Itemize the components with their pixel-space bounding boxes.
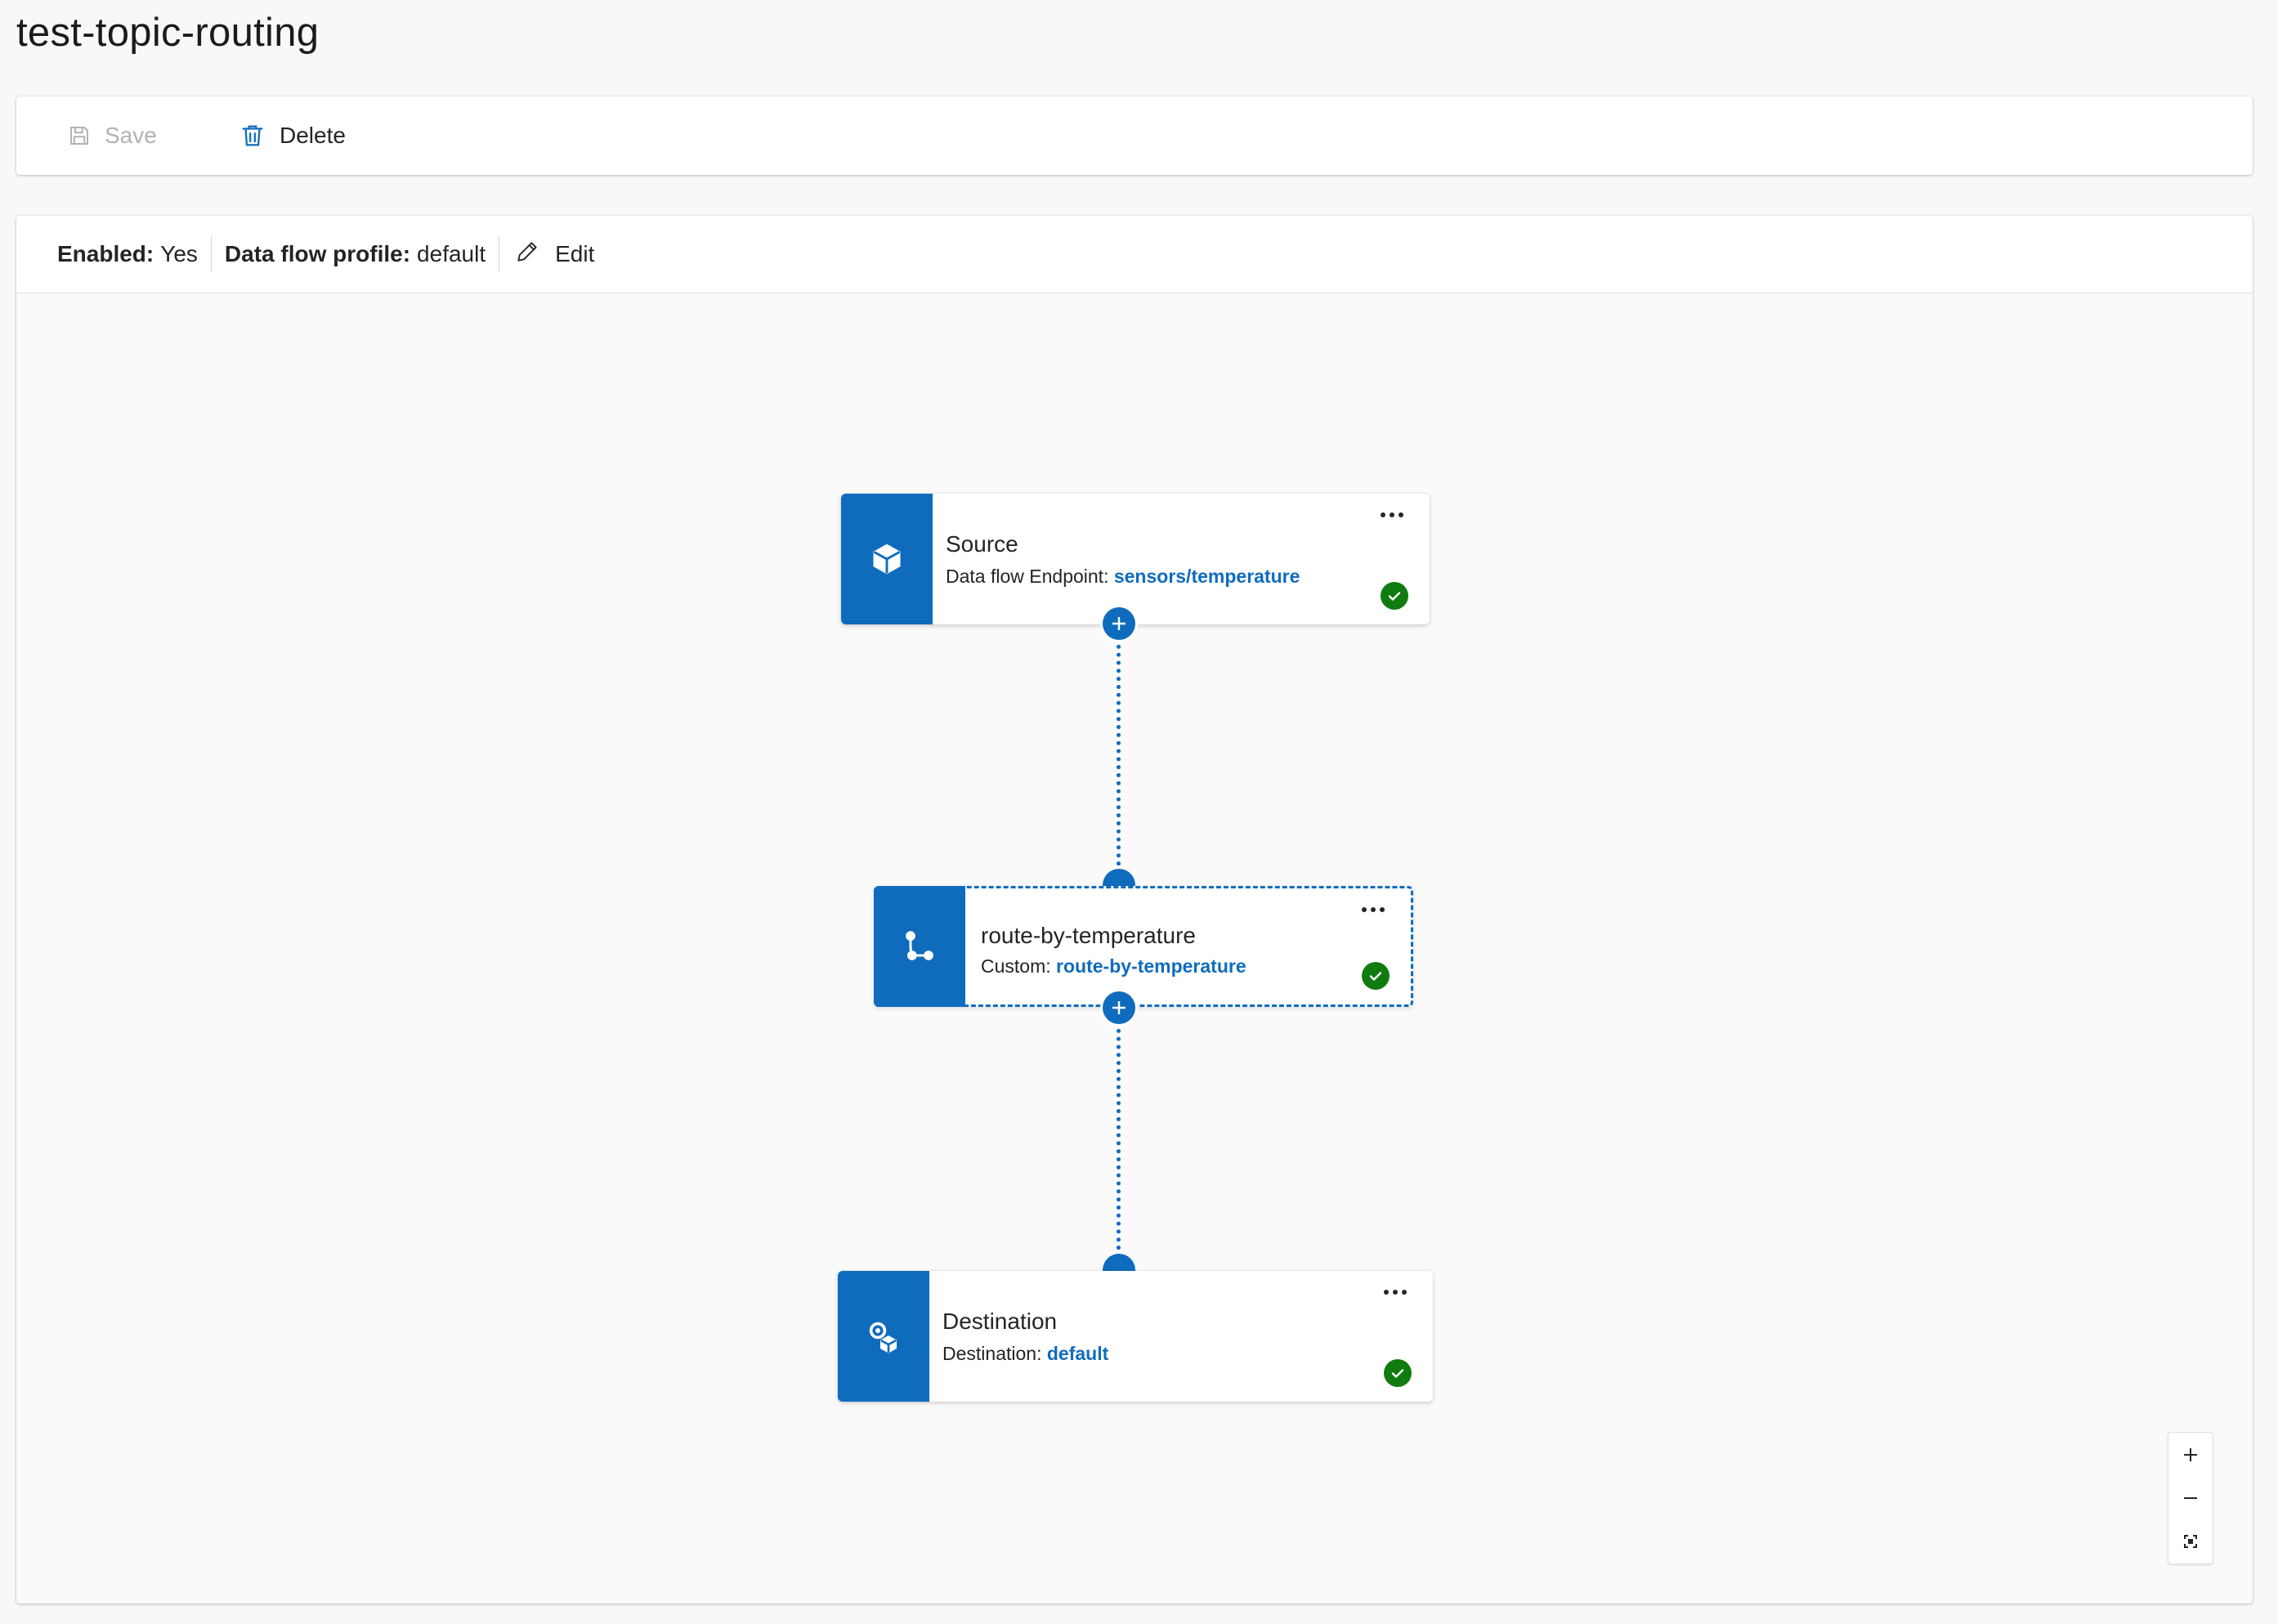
cube-icon	[841, 494, 933, 624]
save-button[interactable]: Save	[67, 96, 157, 175]
enabled-property: Enabled: Yes	[16, 234, 211, 275]
trash-icon	[239, 122, 266, 150]
save-label: Save	[105, 123, 157, 148]
dataflow-panel: Enabled: Yes Data flow profile: default …	[16, 216, 2253, 1604]
destination-link[interactable]: default	[1046, 1343, 1109, 1364]
add-step-button[interactable]	[1103, 991, 1135, 1024]
destination-node[interactable]: Destination Destination: default	[838, 1271, 1433, 1402]
more-options-button[interactable]	[1379, 1284, 1412, 1300]
profile-label: Data flow profile:	[224, 241, 411, 266]
transform-node-subtitle: Custom: route-by-temperature	[981, 955, 1246, 978]
zoom-controls	[2168, 1432, 2213, 1564]
edit-button[interactable]: Edit	[499, 239, 594, 271]
enabled-value: Yes	[160, 241, 198, 266]
connector-source-to-transform	[1117, 637, 1121, 882]
source-node-title: Source	[946, 531, 1018, 557]
transform-subtitle-label: Custom:	[981, 955, 1051, 977]
page-title: test-topic-routing	[16, 11, 320, 55]
command-bar: Save Delete	[16, 96, 2253, 175]
zoom-in-button[interactable]	[2168, 1433, 2213, 1476]
save-icon	[67, 123, 92, 148]
endpoint-icon	[838, 1271, 929, 1402]
fit-view-button[interactable]	[2168, 1519, 2213, 1563]
more-options-button[interactable]	[1376, 507, 1408, 523]
branch-icon	[874, 886, 965, 1007]
destination-node-title: Destination	[942, 1309, 1058, 1334]
source-node[interactable]: Source Data flow Endpoint: sensors/tempe…	[841, 494, 1430, 624]
profile-property: Data flow profile: default	[212, 234, 499, 275]
divider	[210, 236, 212, 272]
success-check-icon	[1362, 962, 1390, 990]
edit-label: Edit	[555, 241, 595, 266]
transform-custom-link[interactable]: route-by-temperature	[1056, 955, 1246, 977]
delete-label: Delete	[280, 123, 346, 148]
more-options-button[interactable]	[1357, 901, 1390, 918]
source-subtitle-label: Data flow Endpoint:	[946, 566, 1109, 587]
success-check-icon	[1381, 582, 1408, 610]
zoom-out-button[interactable]	[2168, 1476, 2213, 1519]
transform-node-title: route-by-temperature	[981, 923, 1197, 948]
destination-subtitle-label: Destination:	[942, 1343, 1042, 1364]
properties-bar: Enabled: Yes Data flow profile: default …	[16, 216, 2253, 293]
destination-node-subtitle: Destination: default	[942, 1343, 1108, 1365]
source-node-subtitle: Data flow Endpoint: sensors/temperature	[946, 566, 1300, 588]
source-endpoint-link[interactable]: sensors/temperature	[1113, 566, 1300, 587]
pencil-icon	[514, 239, 540, 271]
transform-node[interactable]: route-by-temperature Custom: route-by-te…	[874, 886, 1413, 1007]
flow-canvas[interactable]: Source Data flow Endpoint: sensors/tempe…	[16, 293, 2253, 1604]
enabled-label: Enabled:	[57, 241, 154, 266]
delete-button[interactable]: Delete	[239, 96, 346, 175]
profile-value: default	[417, 241, 486, 266]
add-step-button[interactable]	[1103, 607, 1135, 640]
success-check-icon	[1384, 1359, 1412, 1387]
connector-transform-to-destination	[1117, 1021, 1121, 1266]
